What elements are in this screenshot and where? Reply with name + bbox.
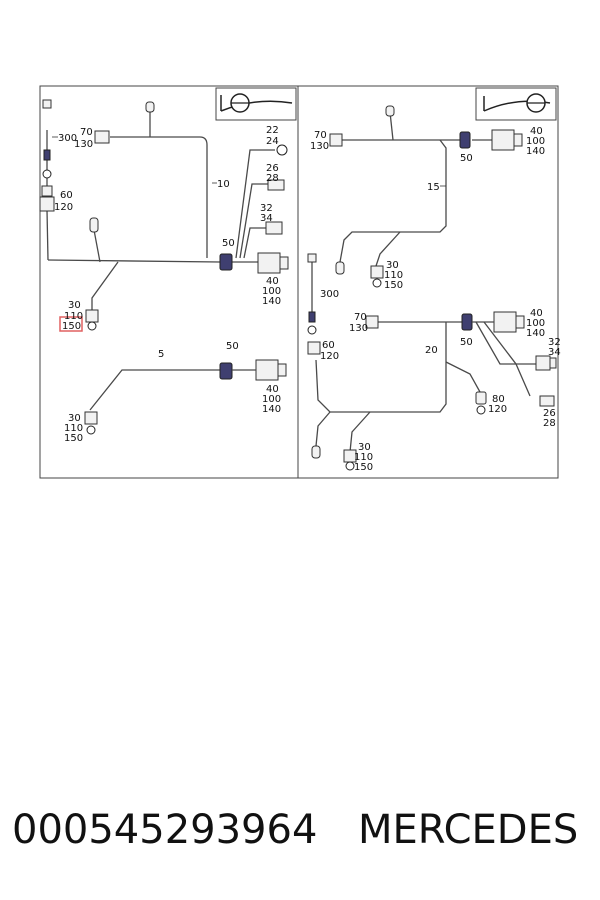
callout-70: 70 bbox=[314, 130, 327, 141]
callout-110: 110 bbox=[64, 423, 83, 434]
callout-30: 30 bbox=[386, 260, 399, 271]
callout-40: 40 bbox=[530, 308, 543, 319]
callout-26: 26 bbox=[266, 163, 279, 174]
callout-32: 32 bbox=[548, 337, 561, 348]
callout-140: 140 bbox=[262, 296, 281, 307]
steering-wheel-icon-left bbox=[215, 87, 297, 121]
callout-130: 130 bbox=[310, 141, 329, 152]
callout-140: 140 bbox=[526, 328, 545, 339]
brand-name: MERCEDES bbox=[358, 807, 579, 853]
callout-50: 50 bbox=[460, 153, 473, 164]
callout-150: 150 bbox=[354, 462, 373, 473]
callout-20: 20 bbox=[425, 345, 438, 356]
callout-140: 140 bbox=[262, 404, 281, 415]
callout-130: 130 bbox=[74, 139, 93, 150]
callout-40: 40 bbox=[266, 384, 279, 395]
callout-110: 110 bbox=[384, 270, 403, 281]
footer: 000545293964 MERCEDES bbox=[0, 800, 600, 860]
callout-24: 24 bbox=[266, 136, 279, 147]
callout-300: 300 bbox=[320, 289, 339, 300]
callout-100: 100 bbox=[262, 394, 281, 405]
right-panel: 70 130 40 100 140 50 15 30 110 150 300 7… bbox=[307, 87, 561, 473]
callout-15: 15 bbox=[427, 182, 440, 193]
steering-wheel-icon-right bbox=[475, 87, 557, 121]
callout-70: 70 bbox=[354, 312, 367, 323]
callout-120: 120 bbox=[488, 404, 507, 415]
callout-28: 28 bbox=[543, 418, 556, 429]
callout-28: 28 bbox=[266, 173, 279, 184]
callout-120: 120 bbox=[320, 351, 339, 362]
callout-100: 100 bbox=[526, 136, 545, 147]
left-panel: 300 70 130 10 22 24 26 28 60 120 32 34 5… bbox=[39, 87, 297, 444]
callout-26: 26 bbox=[543, 408, 556, 419]
callout-150: 150 bbox=[384, 280, 403, 291]
callout-32: 32 bbox=[260, 203, 273, 214]
part-number: 000545293964 bbox=[12, 807, 318, 853]
callout-100: 100 bbox=[262, 286, 281, 297]
callout-5: 5 bbox=[158, 349, 164, 360]
callout-50: 50 bbox=[226, 341, 239, 352]
callout-10: 10 bbox=[217, 179, 230, 190]
callout-60: 60 bbox=[322, 340, 335, 351]
callout-30: 30 bbox=[358, 442, 371, 453]
highlight-box bbox=[59, 316, 83, 332]
callout-140: 140 bbox=[526, 146, 545, 157]
callout-30: 30 bbox=[68, 300, 81, 311]
callout-40: 40 bbox=[530, 126, 543, 137]
callout-100: 100 bbox=[526, 318, 545, 329]
callout-70: 70 bbox=[80, 127, 93, 138]
callout-50: 50 bbox=[460, 337, 473, 348]
callout-30: 30 bbox=[68, 413, 81, 424]
wiring-harness-diagram: 300 70 130 10 22 24 26 28 60 120 32 34 5… bbox=[39, 85, 561, 479]
callout-110: 110 bbox=[354, 452, 373, 463]
callout-150: 150 bbox=[62, 321, 81, 332]
callout-60: 60 bbox=[60, 190, 73, 201]
callout-50: 50 bbox=[222, 238, 235, 249]
callout-150: 150 bbox=[64, 433, 83, 444]
diagram-frame bbox=[39, 85, 559, 479]
callout-40: 40 bbox=[266, 276, 279, 287]
callout-80: 80 bbox=[492, 394, 505, 405]
callout-110: 110 bbox=[64, 311, 83, 322]
callout-300: 300 bbox=[58, 133, 77, 144]
callout-34: 34 bbox=[548, 347, 561, 358]
callout-120: 120 bbox=[54, 202, 73, 213]
callout-22: 22 bbox=[266, 125, 279, 136]
callout-34: 34 bbox=[260, 213, 273, 224]
callout-130: 130 bbox=[349, 323, 368, 334]
